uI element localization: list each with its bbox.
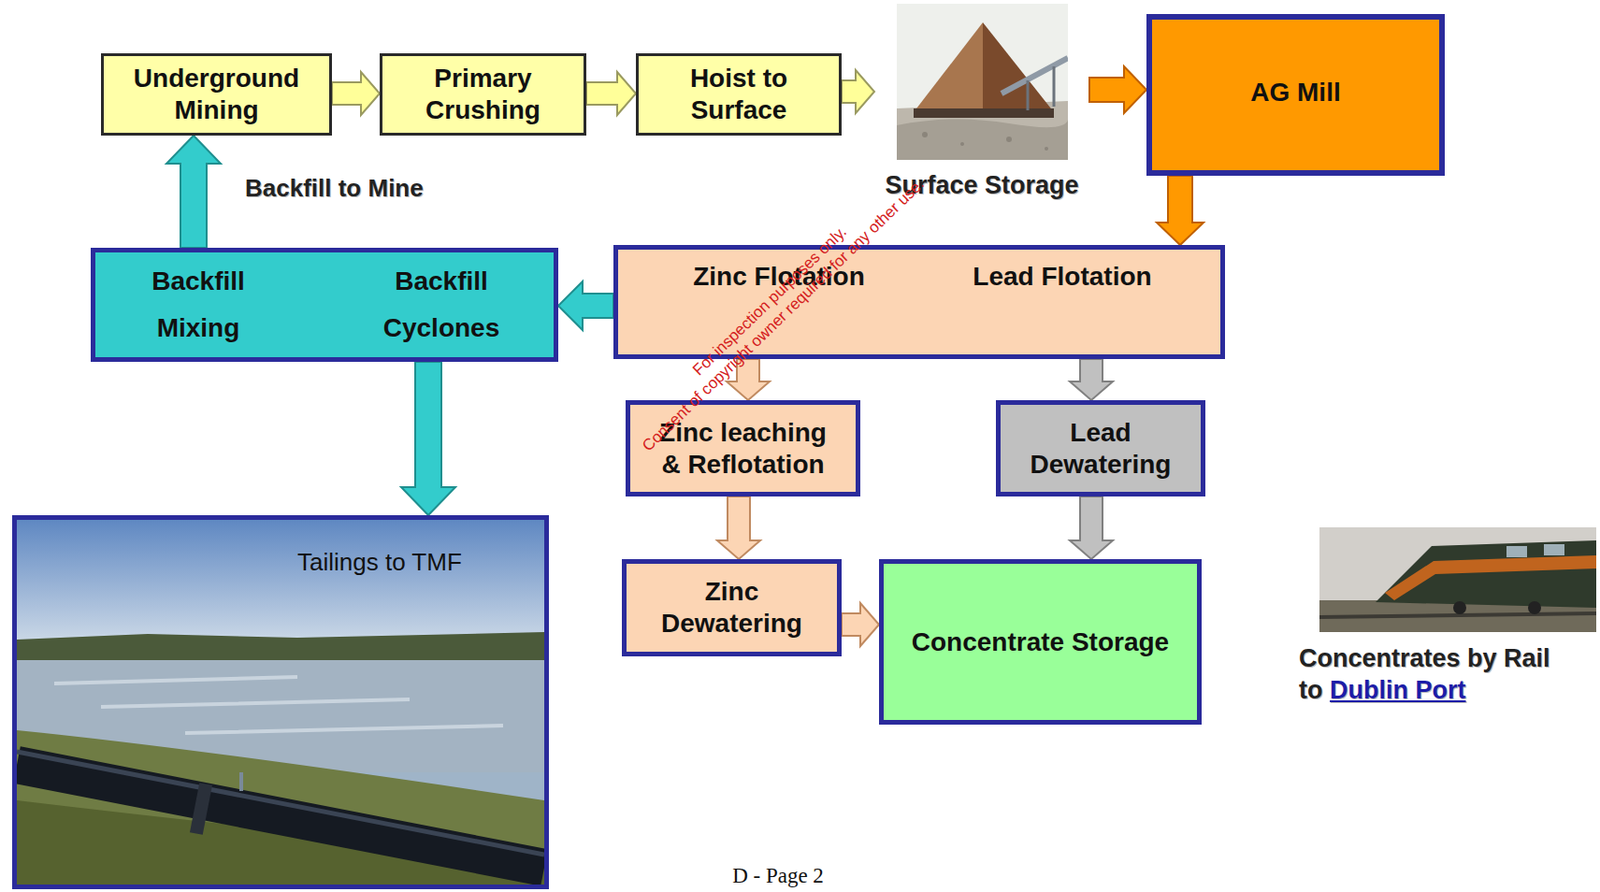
node-text: AG Mill	[1152, 76, 1440, 109]
photo-image	[1319, 527, 1597, 633]
flow-arrow	[1089, 66, 1147, 114]
flow-arrow	[1156, 175, 1204, 246]
flow-arrow	[841, 603, 880, 647]
photo-image	[896, 3, 1068, 160]
photo-image	[16, 519, 545, 885]
node-text: Backfill Mixing	[123, 258, 274, 352]
link-text: Dublin Port	[1329, 676, 1466, 705]
photo	[896, 3, 1068, 164]
process-box: Zinc Dewatering	[621, 559, 842, 657]
backfill-box: Backfill Mixing Backfill Cyclones	[90, 247, 559, 362]
flow-arrow	[1069, 359, 1113, 401]
node-text: Concentrate Storage	[911, 626, 1169, 659]
flow-arrow	[841, 70, 875, 114]
node-text: Tailings to TMF	[297, 547, 522, 577]
storage-pile: Surface Storage	[874, 3, 1090, 204]
mill-box: AG Mill	[1146, 14, 1445, 176]
process-box: Zinc leaching & Reflotation	[625, 400, 861, 497]
flow-arrow	[1069, 496, 1113, 560]
photo	[16, 519, 545, 889]
process-box: Hoist to Surface	[635, 53, 842, 136]
page-number: D - Page 2	[590, 864, 966, 889]
node-text: Primary Crushing	[389, 62, 577, 126]
tailings-photo: Tailings to TMF	[12, 515, 549, 890]
storage-box: Concentrate Storage	[879, 559, 1202, 725]
flow-arrow	[717, 496, 761, 560]
caption: Concentrates by Rail toDublin Port	[1298, 643, 1580, 707]
flow-arrow	[586, 72, 636, 116]
flow-arrow	[558, 281, 614, 331]
flow-arrow	[166, 135, 221, 248]
node-text: Lead Dewatering	[1008, 417, 1194, 480]
flotation-box: Zinc FlotationLead Flotation	[613, 245, 1226, 360]
process-box: Primary Crushing	[379, 53, 587, 136]
process-box: Lead Dewatering	[995, 400, 1206, 497]
photo	[1319, 527, 1597, 636]
node-text: Lead Flotation	[950, 260, 1175, 293]
rail-photo: Concentrates by Rail toDublin Port	[1295, 527, 1597, 721]
node-text: Zinc Dewatering	[634, 576, 830, 639]
node-text: Backfill Cyclones	[366, 258, 517, 352]
node-text: Underground Mining	[111, 62, 322, 126]
process-box: Underground Mining	[100, 53, 332, 136]
node-text: Hoist to Surface	[646, 62, 832, 126]
flow-arrow	[331, 72, 380, 116]
flow-arrow	[401, 361, 456, 516]
edge-label: Backfill to Mine	[245, 173, 424, 203]
